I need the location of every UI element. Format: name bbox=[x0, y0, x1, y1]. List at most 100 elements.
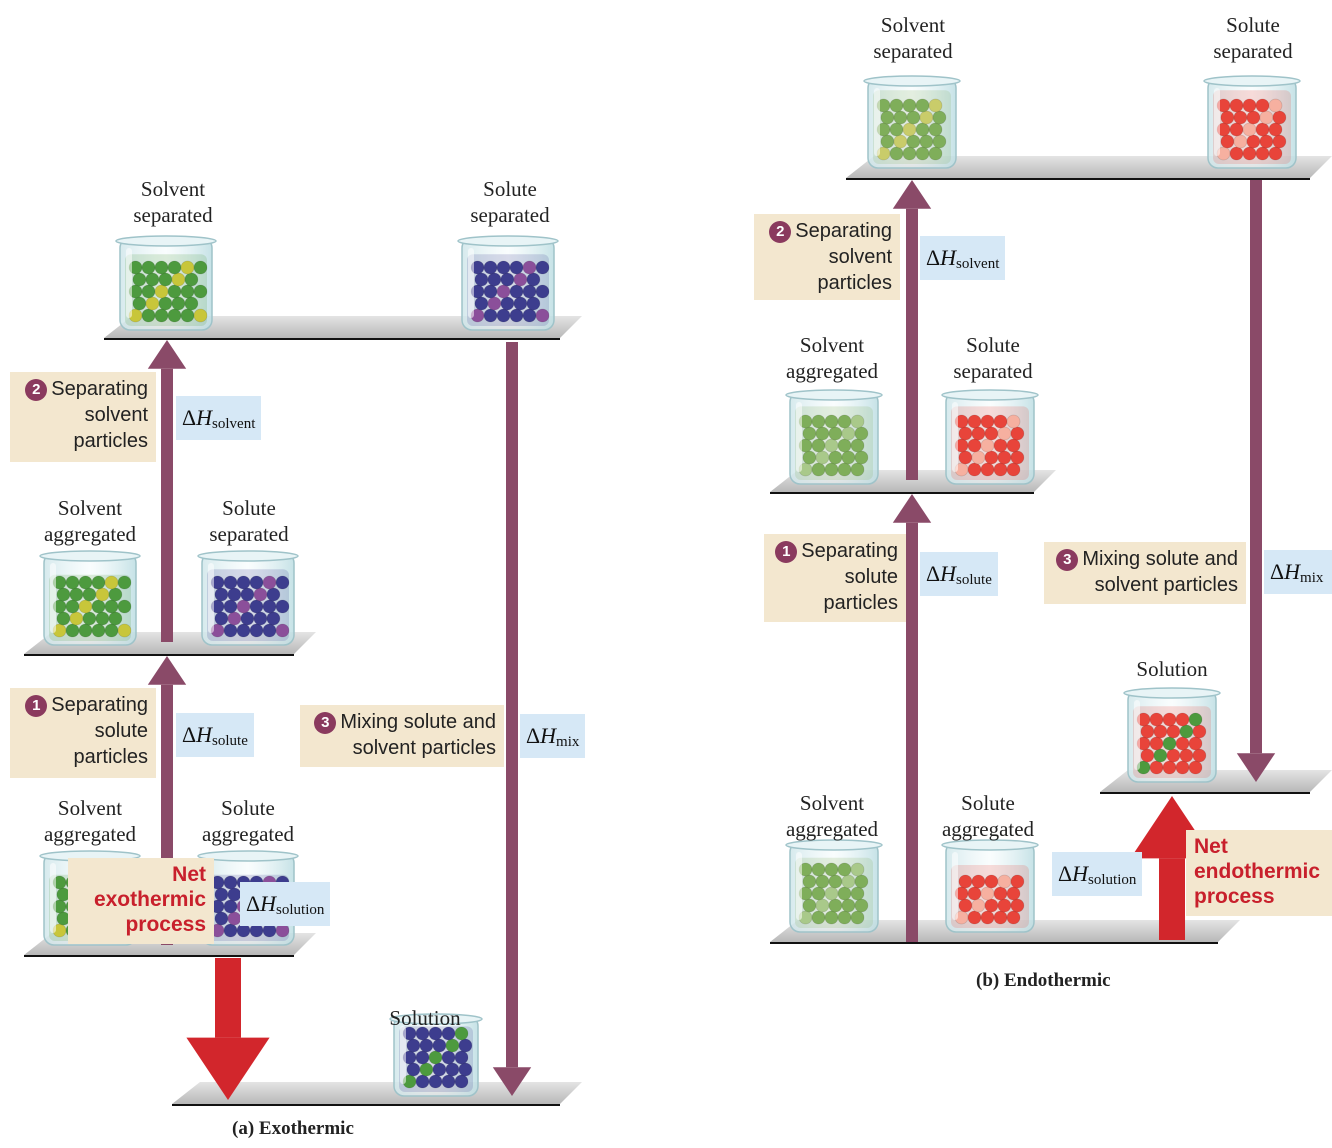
particle bbox=[841, 874, 856, 889]
particle bbox=[1149, 712, 1164, 727]
particle bbox=[967, 910, 982, 925]
particle bbox=[811, 886, 826, 901]
particle bbox=[535, 260, 550, 275]
particle bbox=[1006, 886, 1021, 901]
particle bbox=[171, 296, 186, 311]
particle bbox=[509, 284, 524, 299]
a-solution-shelf bbox=[172, 1082, 582, 1106]
particle bbox=[223, 875, 238, 890]
particle bbox=[1242, 98, 1257, 113]
particle bbox=[1188, 760, 1203, 775]
particle bbox=[249, 623, 264, 638]
b-caption: (b) Endothermic bbox=[976, 970, 1111, 991]
particle bbox=[117, 599, 132, 614]
particle bbox=[262, 575, 277, 590]
particle bbox=[837, 462, 852, 477]
particle bbox=[1192, 748, 1207, 763]
b-arrow-step2 bbox=[892, 180, 932, 481]
particle bbox=[474, 272, 489, 287]
particle bbox=[824, 438, 839, 453]
particle bbox=[91, 575, 106, 590]
particle bbox=[474, 296, 489, 311]
particle bbox=[1006, 438, 1021, 453]
particle bbox=[1259, 110, 1274, 125]
particle bbox=[850, 862, 865, 877]
particle bbox=[78, 599, 93, 614]
particle bbox=[906, 110, 921, 125]
particle bbox=[249, 575, 264, 590]
particle bbox=[984, 874, 999, 889]
step-1-number: 1 bbox=[775, 540, 798, 563]
particle bbox=[1192, 724, 1207, 739]
particle bbox=[967, 438, 982, 453]
particle bbox=[971, 874, 986, 889]
particle bbox=[236, 623, 251, 638]
particle bbox=[815, 450, 830, 465]
particle bbox=[158, 296, 173, 311]
particle bbox=[828, 898, 843, 913]
particle bbox=[240, 611, 255, 626]
particle bbox=[117, 623, 132, 638]
particle bbox=[811, 910, 826, 925]
particle bbox=[1268, 146, 1283, 161]
particle bbox=[997, 898, 1012, 913]
particle bbox=[854, 426, 869, 441]
particle bbox=[841, 426, 856, 441]
particle bbox=[167, 260, 182, 275]
particle bbox=[824, 886, 839, 901]
particle bbox=[227, 911, 242, 926]
particle bbox=[91, 623, 106, 638]
particle bbox=[811, 862, 826, 877]
particle bbox=[1220, 110, 1235, 125]
particle bbox=[69, 611, 84, 626]
particle bbox=[980, 414, 995, 429]
particle bbox=[180, 284, 195, 299]
particle bbox=[811, 414, 826, 429]
particle bbox=[91, 599, 106, 614]
particle bbox=[1242, 146, 1257, 161]
particle bbox=[1010, 898, 1025, 913]
particle bbox=[932, 134, 947, 149]
particle bbox=[1010, 450, 1025, 465]
particle bbox=[997, 450, 1012, 465]
particle bbox=[193, 308, 208, 323]
particle bbox=[967, 886, 982, 901]
particle bbox=[214, 587, 229, 602]
particle bbox=[262, 623, 277, 638]
particle bbox=[1246, 134, 1261, 149]
particle bbox=[154, 284, 169, 299]
particle bbox=[441, 1074, 456, 1089]
particle bbox=[919, 110, 934, 125]
a-net-box: Net exothermic process bbox=[68, 858, 214, 944]
particle bbox=[837, 438, 852, 453]
particle bbox=[513, 296, 528, 311]
b-dh-solution: ΔHsolution bbox=[1052, 852, 1143, 896]
particle bbox=[906, 134, 921, 149]
particle bbox=[445, 1062, 460, 1077]
particle bbox=[1162, 712, 1177, 727]
particle bbox=[893, 110, 908, 125]
particle bbox=[1006, 910, 1021, 925]
particle bbox=[837, 910, 852, 925]
particle bbox=[928, 122, 943, 137]
particle bbox=[535, 284, 550, 299]
particle bbox=[1188, 712, 1203, 727]
particle bbox=[815, 426, 830, 441]
particle bbox=[428, 1050, 443, 1065]
particle bbox=[193, 284, 208, 299]
particle bbox=[419, 1038, 434, 1053]
particle bbox=[415, 1050, 430, 1065]
b-beaker-solvent-aggregated bbox=[785, 389, 883, 485]
particle bbox=[458, 1062, 473, 1077]
particle bbox=[236, 599, 251, 614]
particle bbox=[432, 1062, 447, 1077]
particle bbox=[509, 260, 524, 275]
particle bbox=[993, 462, 1008, 477]
